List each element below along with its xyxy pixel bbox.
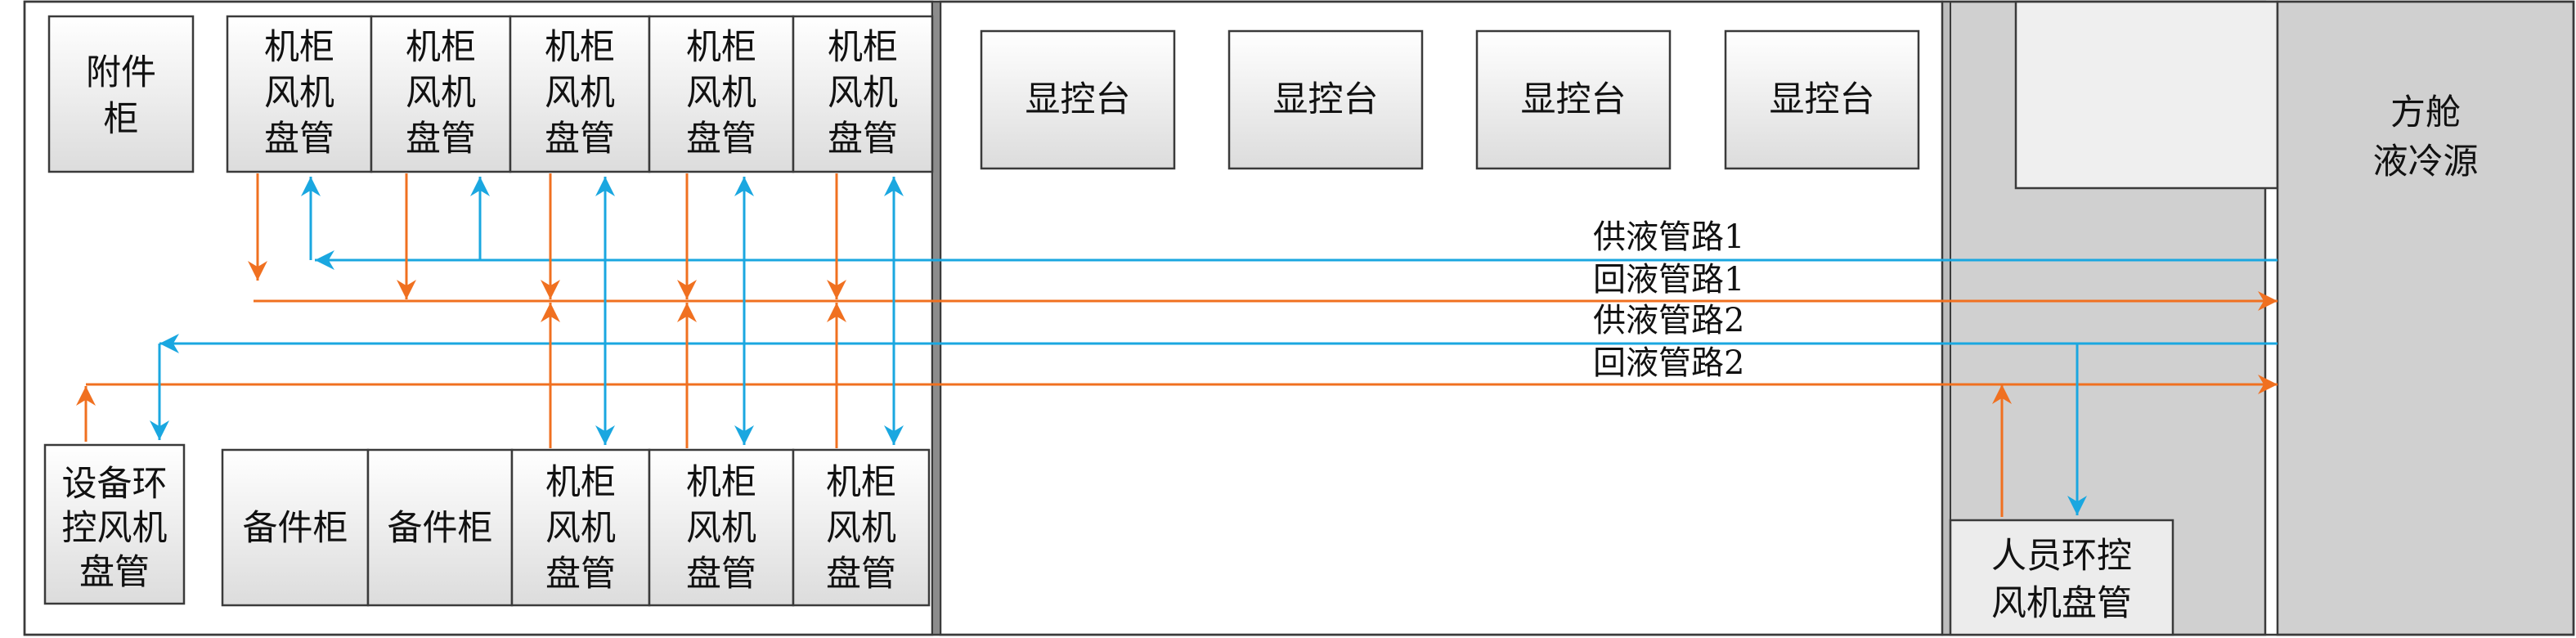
svg-text:控风机: 控风机 xyxy=(62,508,168,549)
svg-text:盘管: 盘管 xyxy=(406,119,476,160)
svg-text:风机盘管: 风机盘管 xyxy=(1991,583,2132,624)
fan-coil-bottom-1: 机柜 风机 盘管 xyxy=(510,448,651,607)
return-pipe-2-label: 回液管路2 xyxy=(1593,344,1744,382)
svg-text:盘管: 盘管 xyxy=(686,119,756,160)
svg-text:盘管: 盘管 xyxy=(826,554,896,595)
console-3: 显控台 xyxy=(1475,29,1672,170)
svg-text:风机: 风机 xyxy=(686,508,756,549)
fan-coil-bottom-2: 机柜 风机 盘管 xyxy=(648,448,795,607)
svg-text:备件柜: 备件柜 xyxy=(388,508,493,549)
console-4: 显控台 xyxy=(1724,29,1920,170)
supply-pipe-1-label: 供液管路1 xyxy=(1593,218,1744,256)
fan-coil-top-1: 机柜 风机 盘管 xyxy=(226,15,373,173)
svg-text:风机: 风机 xyxy=(264,73,334,114)
fan-coil-top-5: 机柜 风机 盘管 xyxy=(792,15,934,173)
svg-text:备件柜: 备件柜 xyxy=(243,508,348,549)
svg-text:机柜: 机柜 xyxy=(686,27,756,68)
personnel-env-fan-coil: 人员环控 风机盘管 xyxy=(1949,519,2174,636)
svg-text:方舱: 方舱 xyxy=(2390,92,2461,133)
equipment-env-fan-coil: 设备环 控风机 盘管 xyxy=(43,443,186,605)
svg-text:机柜: 机柜 xyxy=(545,462,616,503)
cabin-outline xyxy=(23,0,2575,636)
partition-wall xyxy=(931,1,941,636)
svg-text:设备环: 设备环 xyxy=(62,464,168,505)
console-1: 显控台 xyxy=(980,29,1176,170)
supply-pipe-2-label: 供液管路2 xyxy=(1593,302,1744,339)
svg-text:盘管: 盘管 xyxy=(828,119,898,160)
svg-text:机柜: 机柜 xyxy=(264,27,334,68)
fan-coil-top-4: 机柜 风机 盘管 xyxy=(648,15,795,173)
svg-text:附件: 附件 xyxy=(86,52,156,93)
svg-text:盘管: 盘管 xyxy=(264,119,334,160)
svg-text:显控台: 显控台 xyxy=(1521,79,1627,120)
svg-text:风机: 风机 xyxy=(828,73,898,114)
svg-text:盘管: 盘管 xyxy=(686,554,756,595)
fan-coil-top-2: 机柜 风机 盘管 xyxy=(370,15,512,173)
svg-text:机柜: 机柜 xyxy=(545,27,615,68)
svg-text:风机: 风机 xyxy=(545,73,615,114)
spare-cabinet-2: 备件柜 xyxy=(366,448,514,607)
svg-text:盘管: 盘管 xyxy=(545,119,615,160)
svg-text:风机: 风机 xyxy=(406,73,476,114)
return-pipe-1-label: 回液管路1 xyxy=(1593,261,1744,299)
svg-text:盘管: 盘管 xyxy=(79,552,150,593)
svg-text:柜: 柜 xyxy=(104,99,139,140)
svg-text:液冷源: 液冷源 xyxy=(2373,142,2479,182)
right-inner-block xyxy=(2014,0,2279,190)
svg-text:机柜: 机柜 xyxy=(406,27,476,68)
spare-cabinet-1: 备件柜 xyxy=(221,448,370,607)
svg-text:风机: 风机 xyxy=(826,508,896,549)
svg-text:机柜: 机柜 xyxy=(826,462,896,503)
svg-text:风机: 风机 xyxy=(686,73,756,114)
svg-text:显控台: 显控台 xyxy=(1273,79,1379,120)
cooling-source-zone xyxy=(2276,0,2575,636)
svg-text:机柜: 机柜 xyxy=(686,462,756,503)
svg-text:机柜: 机柜 xyxy=(828,27,898,68)
fan-coil-top-3: 机柜 风机 盘管 xyxy=(509,15,651,173)
svg-text:显控台: 显控台 xyxy=(1770,79,1875,120)
console-2: 显控台 xyxy=(1227,29,1424,170)
svg-text:风机: 风机 xyxy=(545,508,616,549)
accessory-cabinet: 附件 柜 xyxy=(47,15,195,173)
right-zone-wall xyxy=(1941,1,1951,636)
svg-text:盘管: 盘管 xyxy=(545,554,616,595)
cabin-liquid-cooling-source: 方舱 液冷源 xyxy=(2373,92,2479,182)
svg-text:人员环控: 人员环控 xyxy=(1991,536,2132,577)
svg-text:显控台: 显控台 xyxy=(1025,79,1131,120)
fan-coil-bottom-3: 机柜 风机 盘管 xyxy=(792,448,931,607)
